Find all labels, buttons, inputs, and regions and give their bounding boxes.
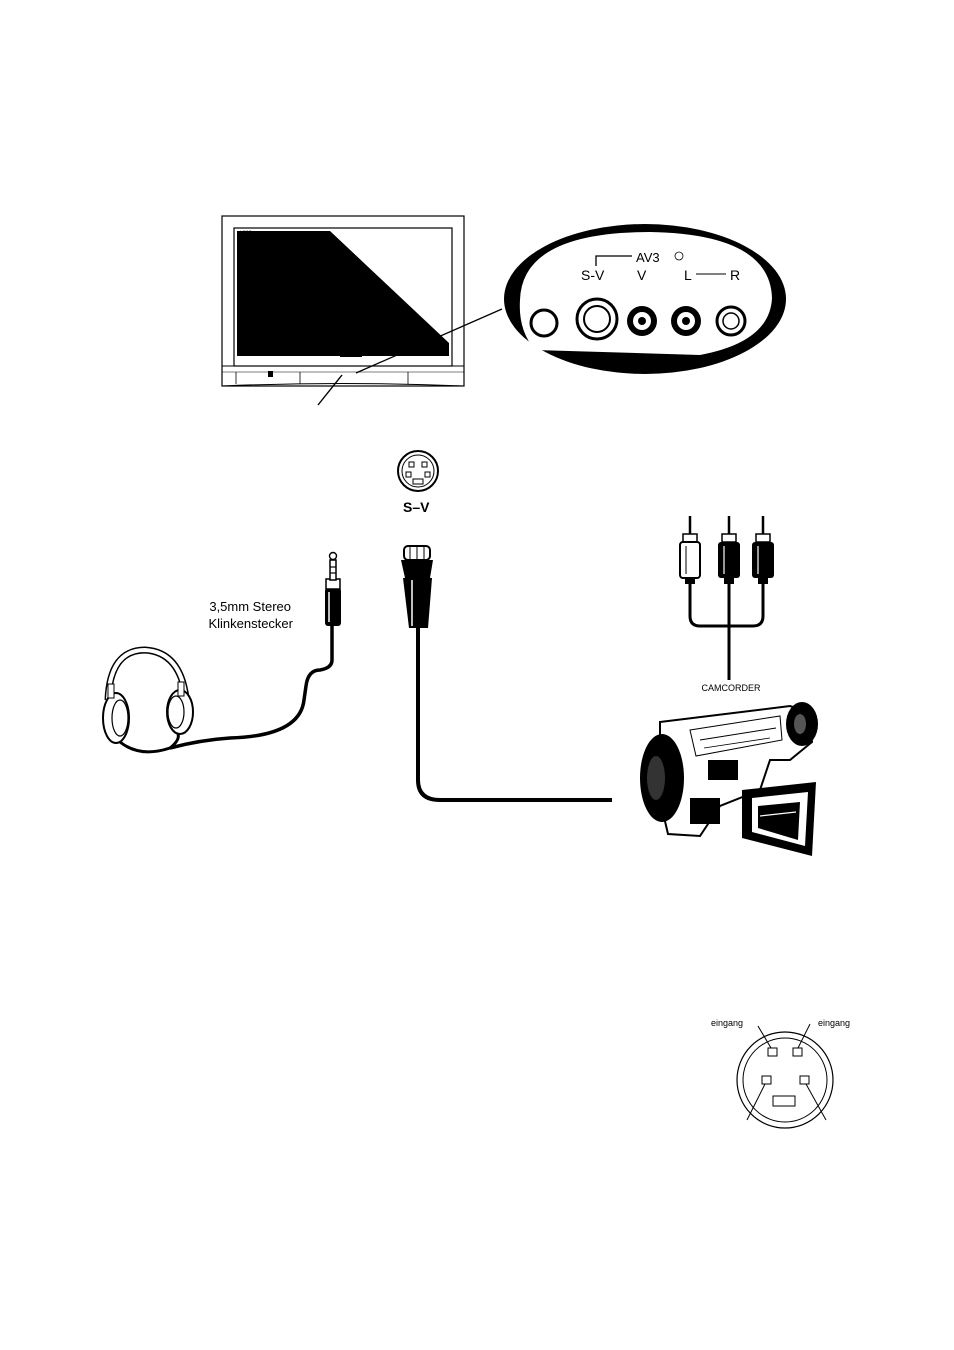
svg-text:LOGO: LOGO [240, 229, 252, 234]
plug-label-line2: Klinkenstecker [208, 616, 293, 631]
stereo-plug-body [325, 588, 341, 626]
camcorder-label: CAMCORDER [701, 683, 761, 693]
headphones [103, 650, 193, 743]
svideo-connector-icon [398, 451, 438, 491]
headphone-jack [531, 310, 557, 336]
power-button [268, 371, 273, 377]
svideo-pin-diagram [737, 1024, 833, 1128]
av3-label: AV3 [636, 250, 660, 265]
jack-label-sv: S-V [581, 267, 605, 283]
svideo-cable [401, 546, 612, 800]
rca-cable [680, 516, 774, 680]
jack-label-l: L [684, 267, 692, 283]
pin-label-right: eingang [818, 1018, 850, 1028]
av3-panel-detail: AV3 S-V V L R [504, 224, 786, 374]
svideo-label: S–V [403, 499, 430, 515]
camcorder [640, 702, 818, 856]
jack-label-v: V [637, 267, 647, 283]
tv-set: LOGO [222, 216, 502, 405]
brand-badge [340, 354, 362, 357]
jack-label-r: R [730, 267, 740, 283]
plug-label-line1: 3,5mm Stereo [209, 599, 291, 614]
pin-label-left: eingang [711, 1018, 743, 1028]
